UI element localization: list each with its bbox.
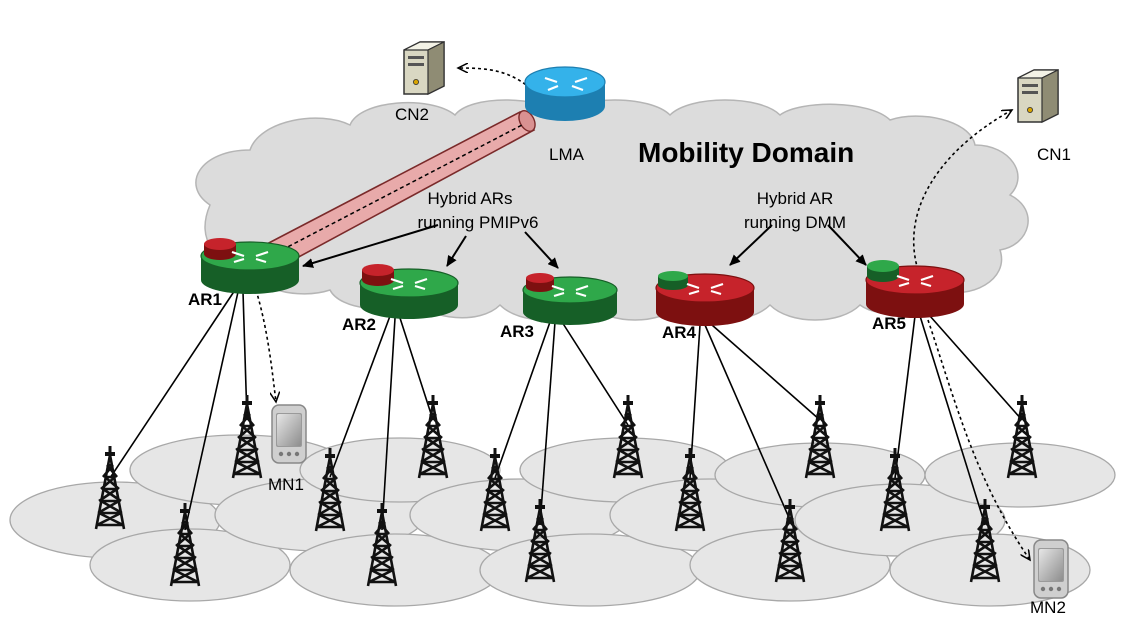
- ar2-label: AR2: [342, 315, 376, 334]
- signalling-paths: [255, 68, 1030, 560]
- mn1-label: MN1: [268, 475, 304, 494]
- mn1-phone[interactable]: [271, 404, 307, 464]
- ar1-router[interactable]: [200, 238, 300, 294]
- domain-title: Mobility Domain: [638, 137, 854, 168]
- ar1-label: AR1: [188, 290, 222, 309]
- ar2-router[interactable]: [359, 264, 459, 319]
- ar5-router[interactable]: [865, 260, 965, 318]
- ar-tower-links: [109, 289, 1023, 531]
- ar4-router[interactable]: [655, 271, 755, 326]
- ar3-router[interactable]: [522, 273, 618, 325]
- lma-router[interactable]: [524, 66, 606, 121]
- mobility-domain-cloud: [195, 99, 1029, 321]
- ar5-label: AR5: [872, 314, 906, 333]
- mn2-phone[interactable]: [1033, 539, 1069, 599]
- dmm-annotation-line1: Hybrid AR: [757, 189, 834, 208]
- cn2-server[interactable]: [403, 41, 445, 95]
- lma-label: LMA: [549, 145, 585, 164]
- cn1-label: CN1: [1037, 145, 1071, 164]
- pmipv6-annotation-line1: Hybrid ARs: [427, 189, 512, 208]
- cn1-server[interactable]: [1017, 69, 1059, 123]
- dmm-annotation-line2: running DMM: [744, 213, 846, 232]
- annotation-arrows: [302, 224, 867, 269]
- pmipv6-annotation-line2: running PMIPv6: [418, 213, 539, 232]
- mn2-label: MN2: [1030, 598, 1066, 617]
- ar4-label: AR4: [662, 323, 697, 342]
- ar3-label: AR3: [500, 322, 534, 341]
- cn2-label: CN2: [395, 105, 429, 124]
